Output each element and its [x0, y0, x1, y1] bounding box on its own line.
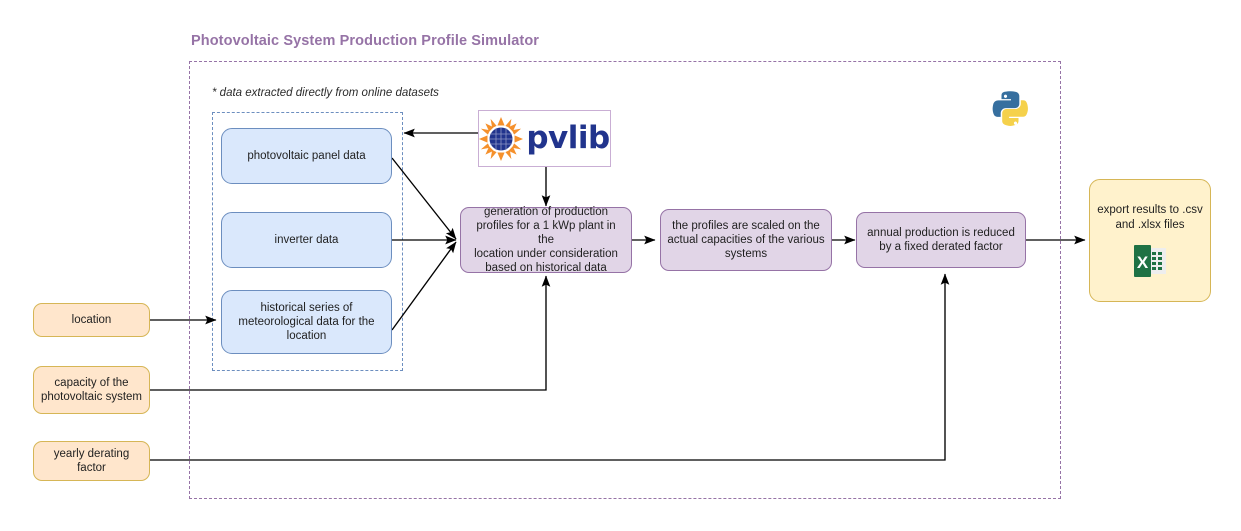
excel-icon: X [1134, 244, 1166, 277]
node-export-results[interactable]: export results to .csv and .xlsx files X [1089, 179, 1211, 302]
node-label: annual production is reduced by a fixed … [867, 226, 1015, 253]
page-title: Photovoltaic System Production Profile S… [191, 33, 540, 49]
node-process-generation[interactable]: generation of production profiles for a … [460, 205, 632, 275]
node-photovoltaic-panel-data[interactable]: photovoltaic panel data [221, 128, 392, 184]
node-process-scaling[interactable]: the profiles are scaled on the actual ca… [660, 209, 832, 271]
pvlib-logo: pvlib [478, 110, 611, 167]
node-input-location[interactable]: location [33, 303, 150, 337]
python-logo [992, 91, 1028, 126]
svg-text:X: X [1137, 253, 1149, 272]
node-label: generation of production profiles for a … [474, 205, 618, 275]
node-label: capacity of the photovoltaic system [41, 376, 142, 403]
pvlib-sun-icon [479, 116, 524, 161]
node-label: historical series of meteorological data… [238, 301, 375, 342]
node-process-derating[interactable]: annual production is reduced by a fixed … [856, 212, 1026, 268]
online-datasets-note: * data extracted directly from online da… [212, 87, 439, 99]
node-label: export results to .csv and .xlsx files [1097, 204, 1203, 231]
pvlib-wordmark: pvlib [526, 120, 610, 156]
node-label: inverter data [274, 233, 339, 246]
node-historical-meteorological-data[interactable]: historical series of meteorological data… [221, 290, 392, 354]
node-input-capacity[interactable]: capacity of the photovoltaic system [33, 366, 150, 414]
node-label: location [71, 313, 112, 326]
node-inverter-data[interactable]: inverter data [221, 212, 392, 268]
node-input-yearly-derating-factor[interactable]: yearly derating factor [33, 441, 150, 481]
node-label: yearly derating factor [53, 447, 130, 474]
node-label: photovoltaic panel data [247, 149, 366, 162]
node-label: the profiles are scaled on the actual ca… [667, 219, 825, 260]
